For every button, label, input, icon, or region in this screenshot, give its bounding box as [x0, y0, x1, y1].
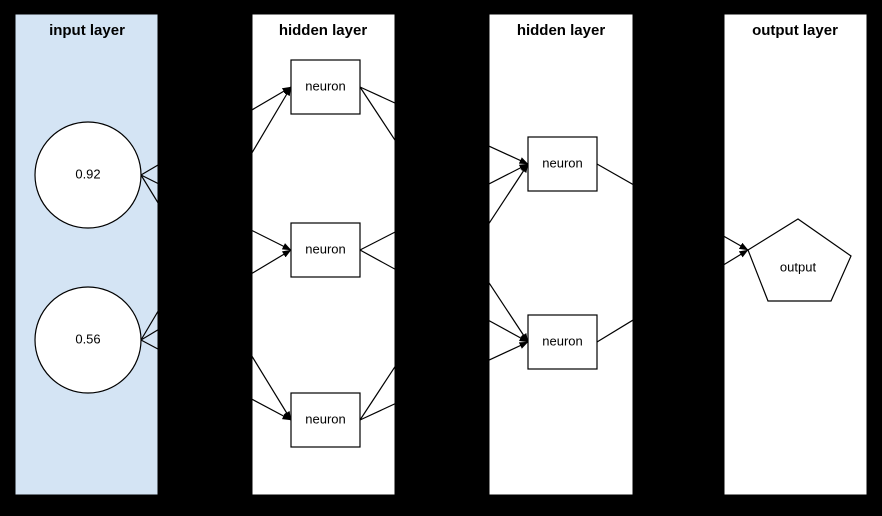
- edge-edge-h1n3-h2n1: [359, 163, 529, 421]
- layer-title-input-layer: input layer: [49, 22, 125, 39]
- edge-edge-in2-h1n3: [140, 339, 292, 421]
- node-input-node-1[interactable]: [34, 121, 142, 229]
- node-group: 0.92 0.56 neuron neuron neuron neuron neuron ou…: [34, 59, 852, 448]
- layer-container-hidden-layer-2: [488, 13, 634, 496]
- edge-edge-h1n3-h2n2: [359, 341, 529, 421]
- node-input-node-2[interactable]: [34, 286, 142, 394]
- node-label-input-node-1: 0.92: [75, 166, 100, 181]
- node-label-hidden1-node-2: neuron: [305, 241, 345, 256]
- edge-edge-h1n1-h2n2: [359, 86, 529, 343]
- layer-title-hidden-layer-1: hidden layer: [279, 22, 368, 39]
- edge-edge-h1n2-h2n2: [359, 249, 529, 343]
- node-label-hidden1-node-3: neuron: [305, 411, 345, 426]
- edge-edge-h2n2-out: [596, 249, 749, 343]
- node-hidden1-node-3[interactable]: [290, 392, 361, 448]
- node-label-output-node-1: output: [780, 259, 817, 274]
- edge-edge-h1n1-h2n1: [359, 86, 529, 165]
- edge-edge-h2n1-out: [596, 163, 749, 251]
- node-label-input-node-2: 0.56: [75, 331, 100, 346]
- node-label-hidden2-node-1: neuron: [542, 155, 582, 170]
- edge-group: [140, 86, 749, 421]
- edge-edge-in2-h1n2: [140, 249, 292, 341]
- layer-title-output-layer: output layer: [752, 22, 838, 39]
- node-hidden1-node-2[interactable]: [290, 222, 361, 278]
- node-hidden1-node-1[interactable]: [290, 59, 361, 115]
- layer-container-input-layer: [14, 13, 159, 496]
- edge-edge-in1-h1n3: [140, 174, 292, 421]
- edge-edge-in1-h1n1: [140, 86, 292, 176]
- node-output-node-1[interactable]: [747, 218, 852, 302]
- node-hidden2-node-2[interactable]: [527, 314, 598, 370]
- layer-title-hidden-layer-2: hidden layer: [517, 22, 606, 39]
- layer-title-group: input layer hidden layer hidden layer outpu…: [49, 22, 838, 39]
- edge-edge-h1n2-h2n1: [359, 163, 529, 251]
- node-label-hidden1-node-1: neuron: [305, 78, 345, 93]
- node-label-hidden2-node-2: neuron: [542, 333, 582, 348]
- edge-edge-in2-h1n1: [140, 86, 292, 341]
- node-hidden2-node-1[interactable]: [527, 136, 598, 192]
- layer-container-group: [14, 13, 868, 496]
